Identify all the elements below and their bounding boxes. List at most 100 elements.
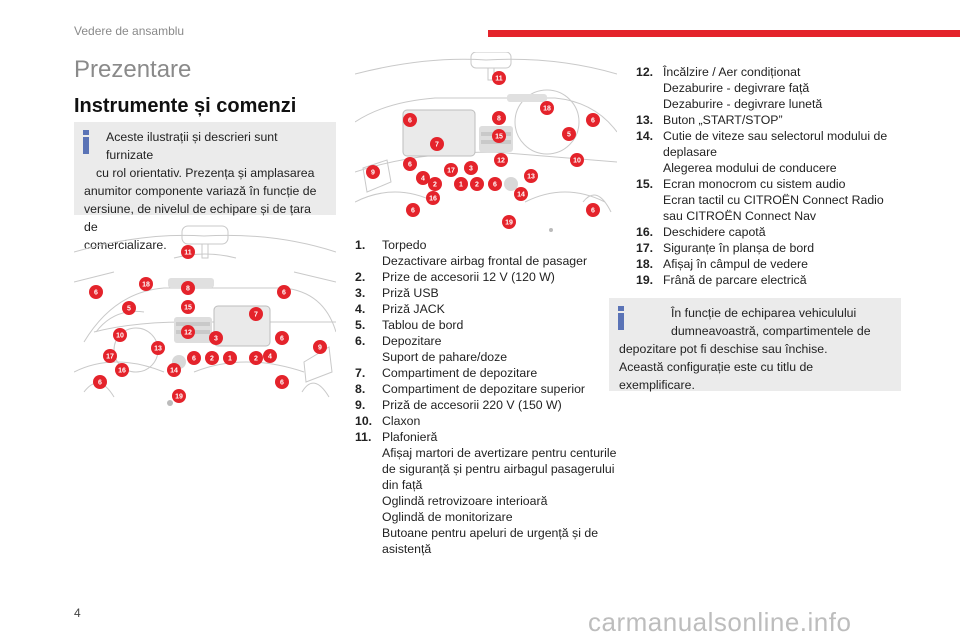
callout-marker: 1 [223,351,237,365]
callout-marker: 6 [277,285,291,299]
legend-item-text: Frână de parcare electrică [663,273,807,287]
legend-item-number: 9. [355,398,366,412]
callout-marker: 6 [406,203,420,217]
legend-item-number: 13. [636,113,654,127]
callout-number: 13 [154,346,162,353]
legend-item-text: Oglindă de monitorizare [382,510,513,524]
callout-number: 15 [495,134,503,141]
legend-item-text: din față [382,478,423,492]
legend-item: 9.Priză de accesorii 220 V (150 W) [355,397,616,413]
legend-item-text: Compartiment de depozitare [382,366,538,380]
callout-number: 6 [98,380,102,387]
callout-number: 19 [505,220,513,227]
callout-number: 17 [106,354,114,361]
legend-item-text: Prize de accesorii 12 V (120 W) [382,270,555,284]
info-note-bottom: În funcție de echiparea vehiculului dumn… [609,298,901,392]
legend-item-number: 3. [355,286,366,300]
callout-marker: 5 [562,127,576,141]
callout-number: 7 [435,142,439,149]
callout-marker: 4 [263,349,277,363]
legend-item: 8. Compartiment de depozitare superior [355,381,616,397]
note-text: versiune, de nivelul de echipare și de ț… [84,202,311,234]
callout-marker: 17 [103,349,117,363]
callout-number: 8 [186,286,190,293]
legend-item: 5.Tablou de bord [355,317,616,333]
legend-item-text: Priză JACK [382,302,445,316]
legend-item-text: Oglindă retrovizoare interioară [382,494,548,508]
legend-item: 7. Compartiment de depozitare [355,365,616,381]
legend-item-text: de siguranță și pentru airbagul pasageru… [382,462,615,476]
callout-marker: 13 [151,341,165,355]
callout-number: 3 [469,166,473,173]
callout-marker: 10 [113,328,127,342]
legend-item-number: 1. [355,238,366,252]
section-heading: Instrumente și comenzi [74,95,297,117]
callout-marker: 8 [492,111,506,125]
callout-number: 6 [280,336,284,343]
legend-item-number: 12. [636,65,654,79]
legend-item-text: asistență [382,542,432,556]
callout-number: 6 [493,182,497,189]
legend-item-text: Ecran monocrom cu sistem audio [663,177,846,191]
note-text: Aceste ilustrații și descrieri sunt furn… [106,130,278,162]
callout-marker: 18 [139,277,153,291]
callout-marker: 9 [366,165,380,179]
callout-number: 12 [497,158,505,165]
callout-number: 11 [184,250,192,257]
legend-item-text: Afișaj martori de avertizare pentru cent… [382,446,617,460]
legend-item-number: 11. [355,430,372,444]
legend-item-text: Suport de pahare/doze [382,350,508,364]
callout-marker: 6 [586,113,600,127]
legend-item-text: sau CITROËN Connect Nav [663,209,817,223]
legend-item-text: Cutie de viteze sau selectorul modului d… [663,129,888,143]
legend-item-number: 8. [355,382,366,396]
callout-number: 6 [282,290,286,297]
legend-item-text: Compartiment de depozitare superior [382,382,586,396]
note-text: anumitor componente variază în funcție d… [84,184,317,198]
callout-marker: 14 [514,187,528,201]
legend-item-text: Dezactivare airbag frontal de pasager [382,254,588,268]
callout-number: 14 [170,368,178,375]
callout-marker: 11 [492,71,506,85]
legend-item-number: 6. [355,334,366,348]
legend-item-text: deplasare [663,145,718,159]
page-number: 4 [74,606,81,620]
legend-item: 16. Deschidere capotă [636,224,887,240]
callout-marker: 6 [403,113,417,127]
legend-item-text: Deschidere capotă [663,225,766,239]
legend-item-number: 10. [355,414,373,428]
legend-item-text: Buton „START/STOP” [663,113,783,127]
legend-item-text: Dezaburire - degivrare față [663,81,810,95]
legend-item: 19.Frână de parcare electrică [636,272,887,288]
legend-item: 13. Buton „START/STOP” [636,112,887,128]
callout-number: 13 [527,174,535,181]
callout-marker: 12 [181,325,195,339]
callout-marker: 7 [249,307,263,321]
callout-number: 3 [214,336,218,343]
legend-item-number: 7. [355,366,366,380]
legend-item: 14. Cutie de viteze sau selectorul modulu… [636,128,887,176]
legend-item-number: 14. [636,129,654,143]
callout-number: 11 [495,76,503,83]
callout-number: 6 [280,380,284,387]
callout-marker: 6 [89,285,103,299]
legend-item: 3. Priză USB [355,285,616,301]
callout-marker: 19 [502,215,516,229]
callout-marker: 17 [444,163,458,177]
legend-item-text: Priză USB [382,286,439,300]
callout-number: 16 [118,368,126,375]
callout-marker: 9 [313,340,327,354]
callout-marker: 7 [430,137,444,151]
header-accent-bar [488,30,960,37]
legend-item-text: Ecran tactil cu CITROËN Connect Radio [663,193,884,207]
legend-item-number: 2. [355,270,366,284]
callout-marker: 16 [426,191,440,205]
legend-item-number: 16. [636,225,654,239]
callout-number: 2 [210,356,214,363]
page-title: Prezentare [74,56,192,83]
callout-number: 16 [429,196,437,203]
